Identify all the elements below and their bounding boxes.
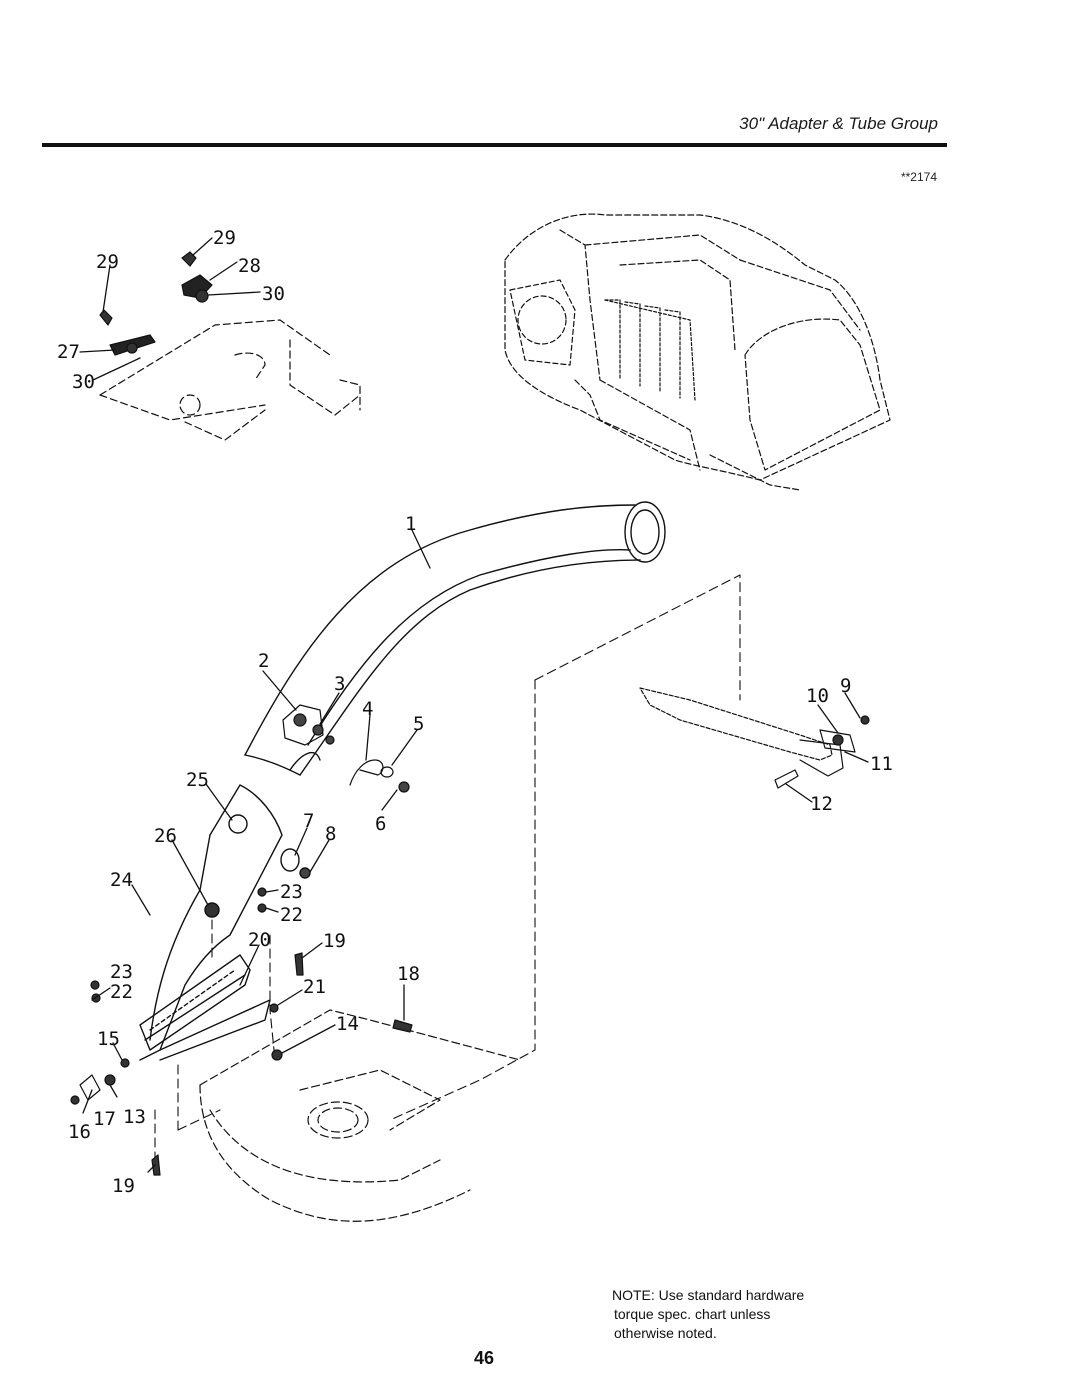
callout-15: 15 xyxy=(97,1028,120,1050)
deflector-adapter xyxy=(139,784,311,1061)
callout-14: 14 xyxy=(336,1013,359,1035)
page-number: 46 xyxy=(474,1348,495,1368)
callout-29b: 29 xyxy=(96,251,119,273)
deflector-mount-plate xyxy=(99,319,361,441)
callout-26: 26 xyxy=(154,825,177,847)
callout-10: 10 xyxy=(806,685,829,707)
drawing-number: **2174 xyxy=(900,170,937,184)
callout-5: 5 xyxy=(413,713,424,735)
section-title: 30" Adapter & Tube Group xyxy=(739,114,938,133)
note-line: NOTE: Use standard hardware xyxy=(612,1287,805,1303)
callout-9: 9 xyxy=(840,675,851,697)
callout-2: 2 xyxy=(258,650,269,672)
callout-27: 27 xyxy=(57,341,80,363)
note-line: otherwise noted. xyxy=(614,1325,717,1341)
header-rule xyxy=(42,143,947,147)
callout-30b: 30 xyxy=(72,371,95,393)
callout-6: 6 xyxy=(375,813,386,835)
callout-18: 18 xyxy=(397,963,420,985)
callout-22b: 22 xyxy=(110,981,133,1003)
callout-labels: 29 29 28 30 27 30 1 2 3 4 5 6 7 8 9 10 1… xyxy=(57,227,893,1197)
callout-25: 25 xyxy=(186,769,209,791)
discharge-tube xyxy=(244,501,666,776)
tube-hardware xyxy=(282,704,410,793)
torque-note: NOTE: Use standard hardware torque spec.… xyxy=(612,1286,852,1343)
callout-28: 28 xyxy=(238,255,261,277)
callout-12: 12 xyxy=(810,793,833,815)
callout-23b: 23 xyxy=(110,961,133,983)
hood-headlight xyxy=(509,279,576,366)
callout-24: 24 xyxy=(110,869,133,891)
alignment-dashes xyxy=(154,574,741,1161)
callout-19b: 19 xyxy=(112,1175,135,1197)
callout-4: 4 xyxy=(362,698,373,720)
hood-grille xyxy=(604,299,696,401)
note-line: torque spec. chart unless xyxy=(614,1306,771,1322)
callout-8: 8 xyxy=(325,823,336,845)
callout-leaders xyxy=(82,529,869,1173)
callout-17: 17 xyxy=(93,1108,116,1130)
bracket-leader-lines xyxy=(79,237,261,381)
callout-1: 1 xyxy=(405,513,416,535)
callout-19a: 19 xyxy=(323,930,346,952)
callout-22a: 22 xyxy=(280,904,303,926)
callout-16: 16 xyxy=(68,1121,91,1143)
lift-rod xyxy=(639,687,844,777)
engine-hood xyxy=(504,213,891,491)
callout-11: 11 xyxy=(870,753,893,775)
callout-13: 13 xyxy=(123,1106,146,1128)
callout-20: 20 xyxy=(248,929,271,951)
callout-29a: 29 xyxy=(213,227,236,249)
callout-21: 21 xyxy=(303,976,326,998)
callout-3: 3 xyxy=(334,673,345,695)
hood-latch xyxy=(99,251,213,356)
lift-rod-hardware xyxy=(774,715,870,789)
callout-23a: 23 xyxy=(280,881,303,903)
callout-30a: 30 xyxy=(262,283,285,305)
callout-7: 7 xyxy=(303,810,314,832)
mower-deck xyxy=(199,1009,521,1222)
